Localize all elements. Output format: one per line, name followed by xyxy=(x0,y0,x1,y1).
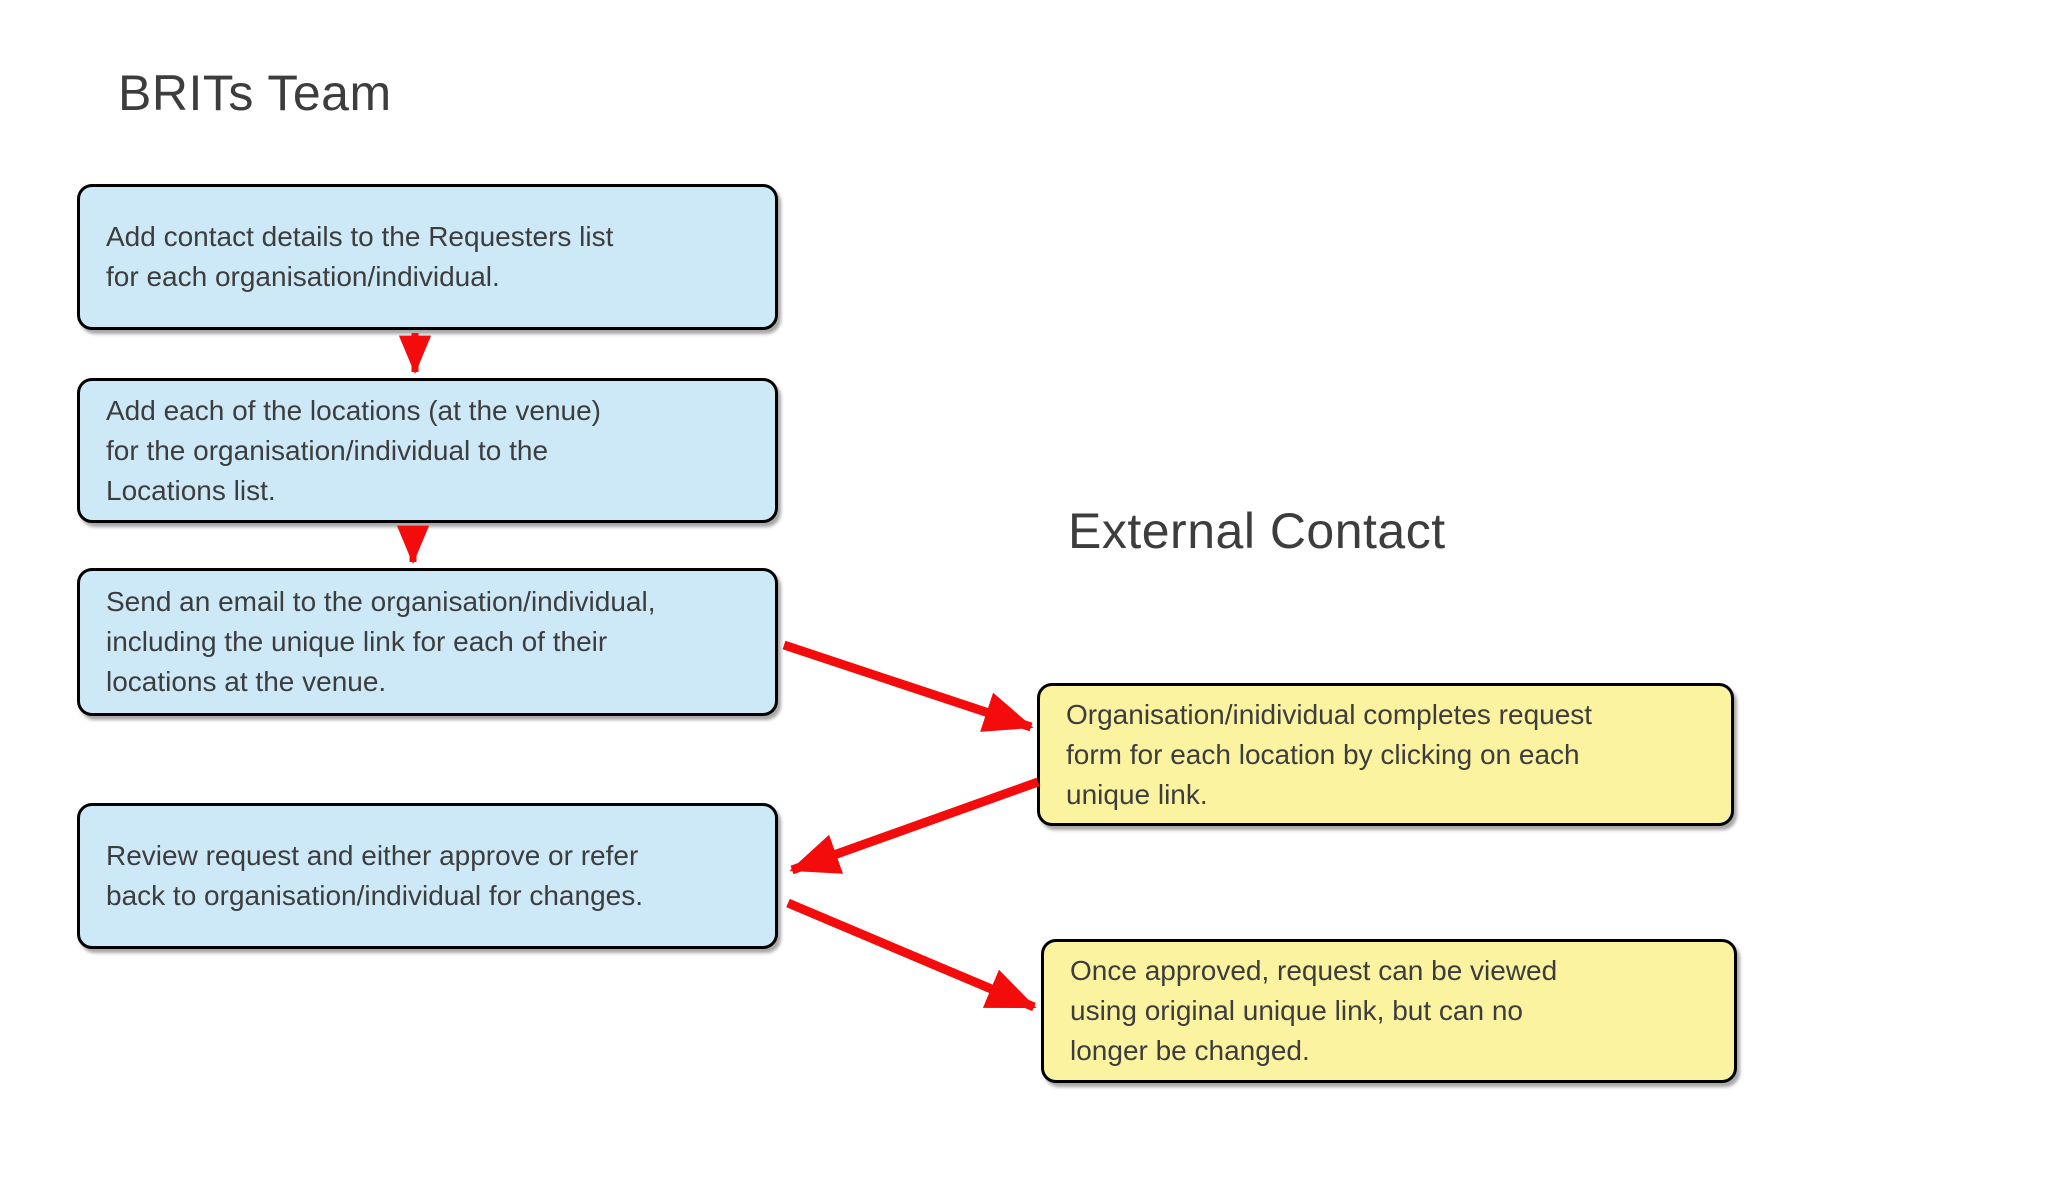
step-add-contact-details-text: Add contact details to the Requesters li… xyxy=(106,221,614,292)
step-send-email-text: Send an email to the organisation/indivi… xyxy=(106,586,656,697)
step-add-locations-text: Add each of the locations (at the venue)… xyxy=(106,394,601,506)
arrow-step3-to-external-form xyxy=(782,640,1034,732)
step-approved-view-only-box: Once approved, request can be viewed usi… xyxy=(1041,939,1737,1083)
step-approved-view-only-text: Once approved, request can be viewed usi… xyxy=(1070,955,1558,1066)
step-complete-request-form-text: Organisation/inidividual completes reque… xyxy=(1066,698,1593,810)
external-contact-lane-heading: External Contact xyxy=(1068,503,1446,559)
step-review-request-box: Review request and either approve or ref… xyxy=(77,803,778,949)
brits-team-lane-heading: BRITs Team xyxy=(118,65,392,121)
arrow-review-to-external-approved xyxy=(786,898,1037,1012)
step-review-request-text: Review request and either approve or ref… xyxy=(106,840,644,911)
step-send-email-box: Send an email to the organisation/indivi… xyxy=(77,568,778,716)
step-add-locations-box: Add each of the locations (at the venue)… xyxy=(77,378,778,523)
step-complete-request-form-box: Organisation/inidividual completes reque… xyxy=(1037,683,1734,826)
arrow-external-form-to-review xyxy=(789,777,1040,875)
step-add-contact-details-box: Add contact details to the Requesters li… xyxy=(77,184,778,330)
